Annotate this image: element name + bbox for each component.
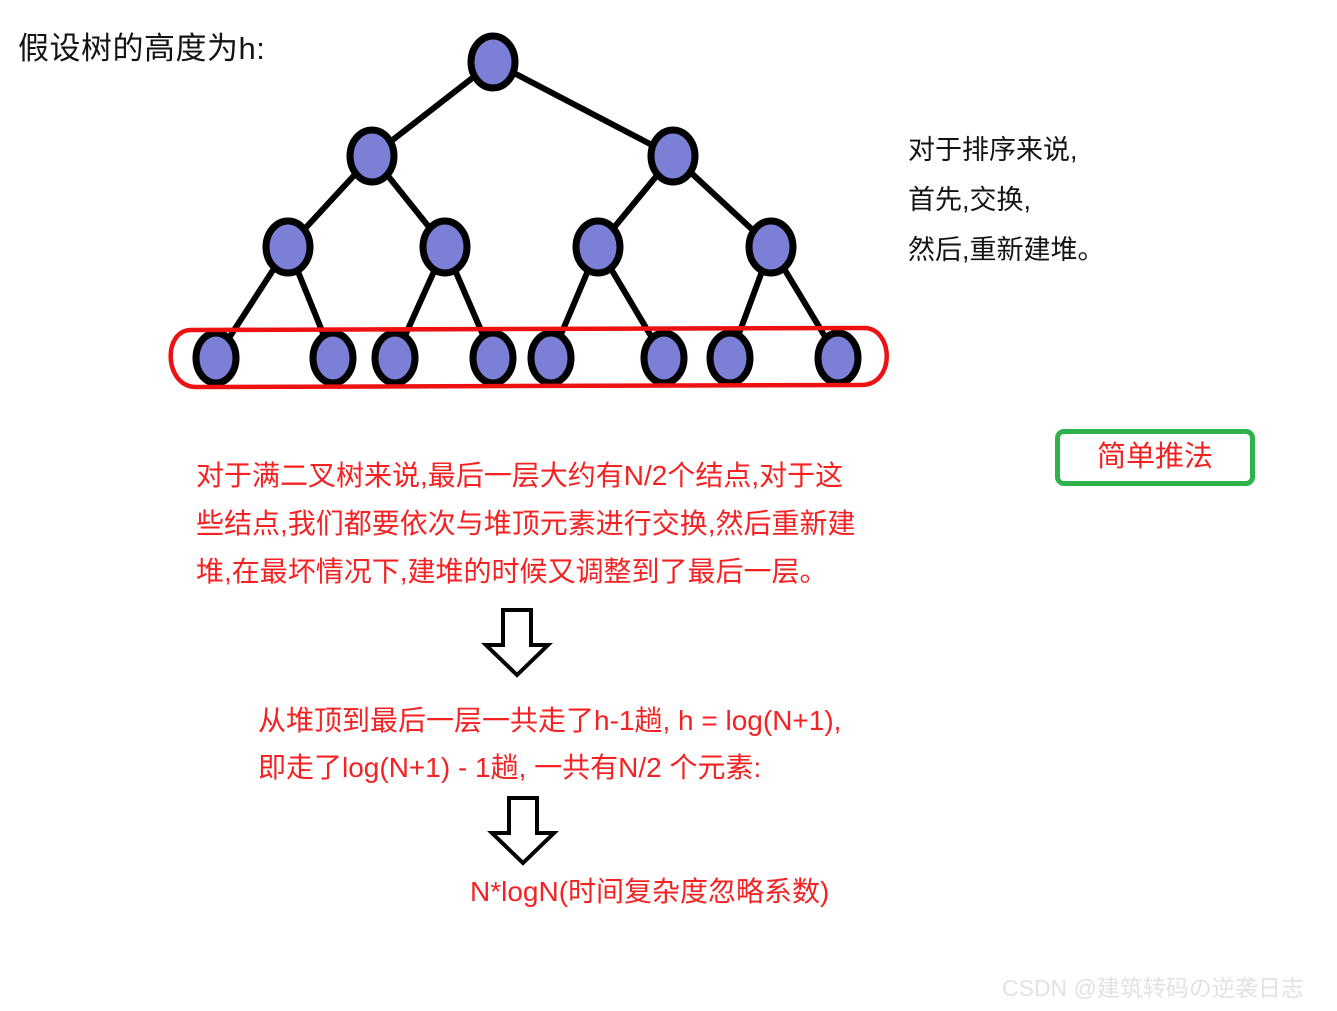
simple-derivation-badge-label: 简单推法 [1096,441,1213,473]
tree-node [262,217,314,277]
page-title: 假设树的高度为h: [18,31,266,66]
tree-node [419,217,471,277]
tree-edge-group [213,59,841,361]
explanation-paragraph-2-line-2: 即走了log(N+1) - 1趟, 一共有N/2 个元素: [258,752,762,783]
simple-derivation-badge: 简单推法 [1055,429,1255,486]
down-arrow-icon [487,796,559,866]
tree-node [527,329,575,387]
complexity-conclusion: N*logN(时间复杂度忽略系数) [470,876,830,907]
explanation-paragraph-1-line-2: 些结点,我们都要依次与堆顶元素进行交换,然后重新建 [196,508,856,539]
sorting-note-line-2: 首先,交换, [908,185,1032,215]
tree-node [814,329,862,387]
sorting-note-line-1: 对于排序来说, [908,135,1078,165]
sorting-note-block: 对于排序来说, 首先,交换, 然后,重新建堆。 [908,125,1105,275]
tree-edge [490,59,676,159]
sorting-note-line-3: 然后,重新建堆。 [908,235,1105,265]
tree-node [346,126,398,186]
down-arrow-icon [481,608,553,678]
last-level-highlight-ellipse [168,325,889,390]
flow-arrow-group [481,608,559,866]
tree-node [706,329,754,387]
explanation-paragraph-2-line-1: 从堆顶到最后一层一共走了h-1趟, h = log(N+1), [258,705,842,736]
tree-node [467,32,519,92]
explanation-paragraph-1: 对于满二叉树来说,最后一层大约有N/2个结点,对于这 些结点,我们都要依次与堆顶… [196,452,956,596]
tree-node [647,126,699,186]
explanation-paragraph-1-line-1: 对于满二叉树来说,最后一层大约有N/2个结点,对于这 [196,460,844,491]
csdn-watermark: CSDN @建筑转码の逆袭日志 [1002,975,1304,1001]
tree-node [192,329,240,387]
explanation-paragraph-1-line-3: 堆,在最坏情况下,建堆的时候又调整到了最后一层。 [196,556,828,587]
tree-node [371,329,419,387]
tree-node [469,329,517,387]
explanation-paragraph-2: 从堆顶到最后一层一共走了h-1趟, h = log(N+1), 即走了log(N… [258,697,958,791]
tree-node [745,217,797,277]
tree-node [309,329,357,387]
tree-node-group [192,32,862,387]
tree-node [572,217,624,277]
last-level-highlight-group [168,325,889,390]
tree-node [640,329,688,387]
